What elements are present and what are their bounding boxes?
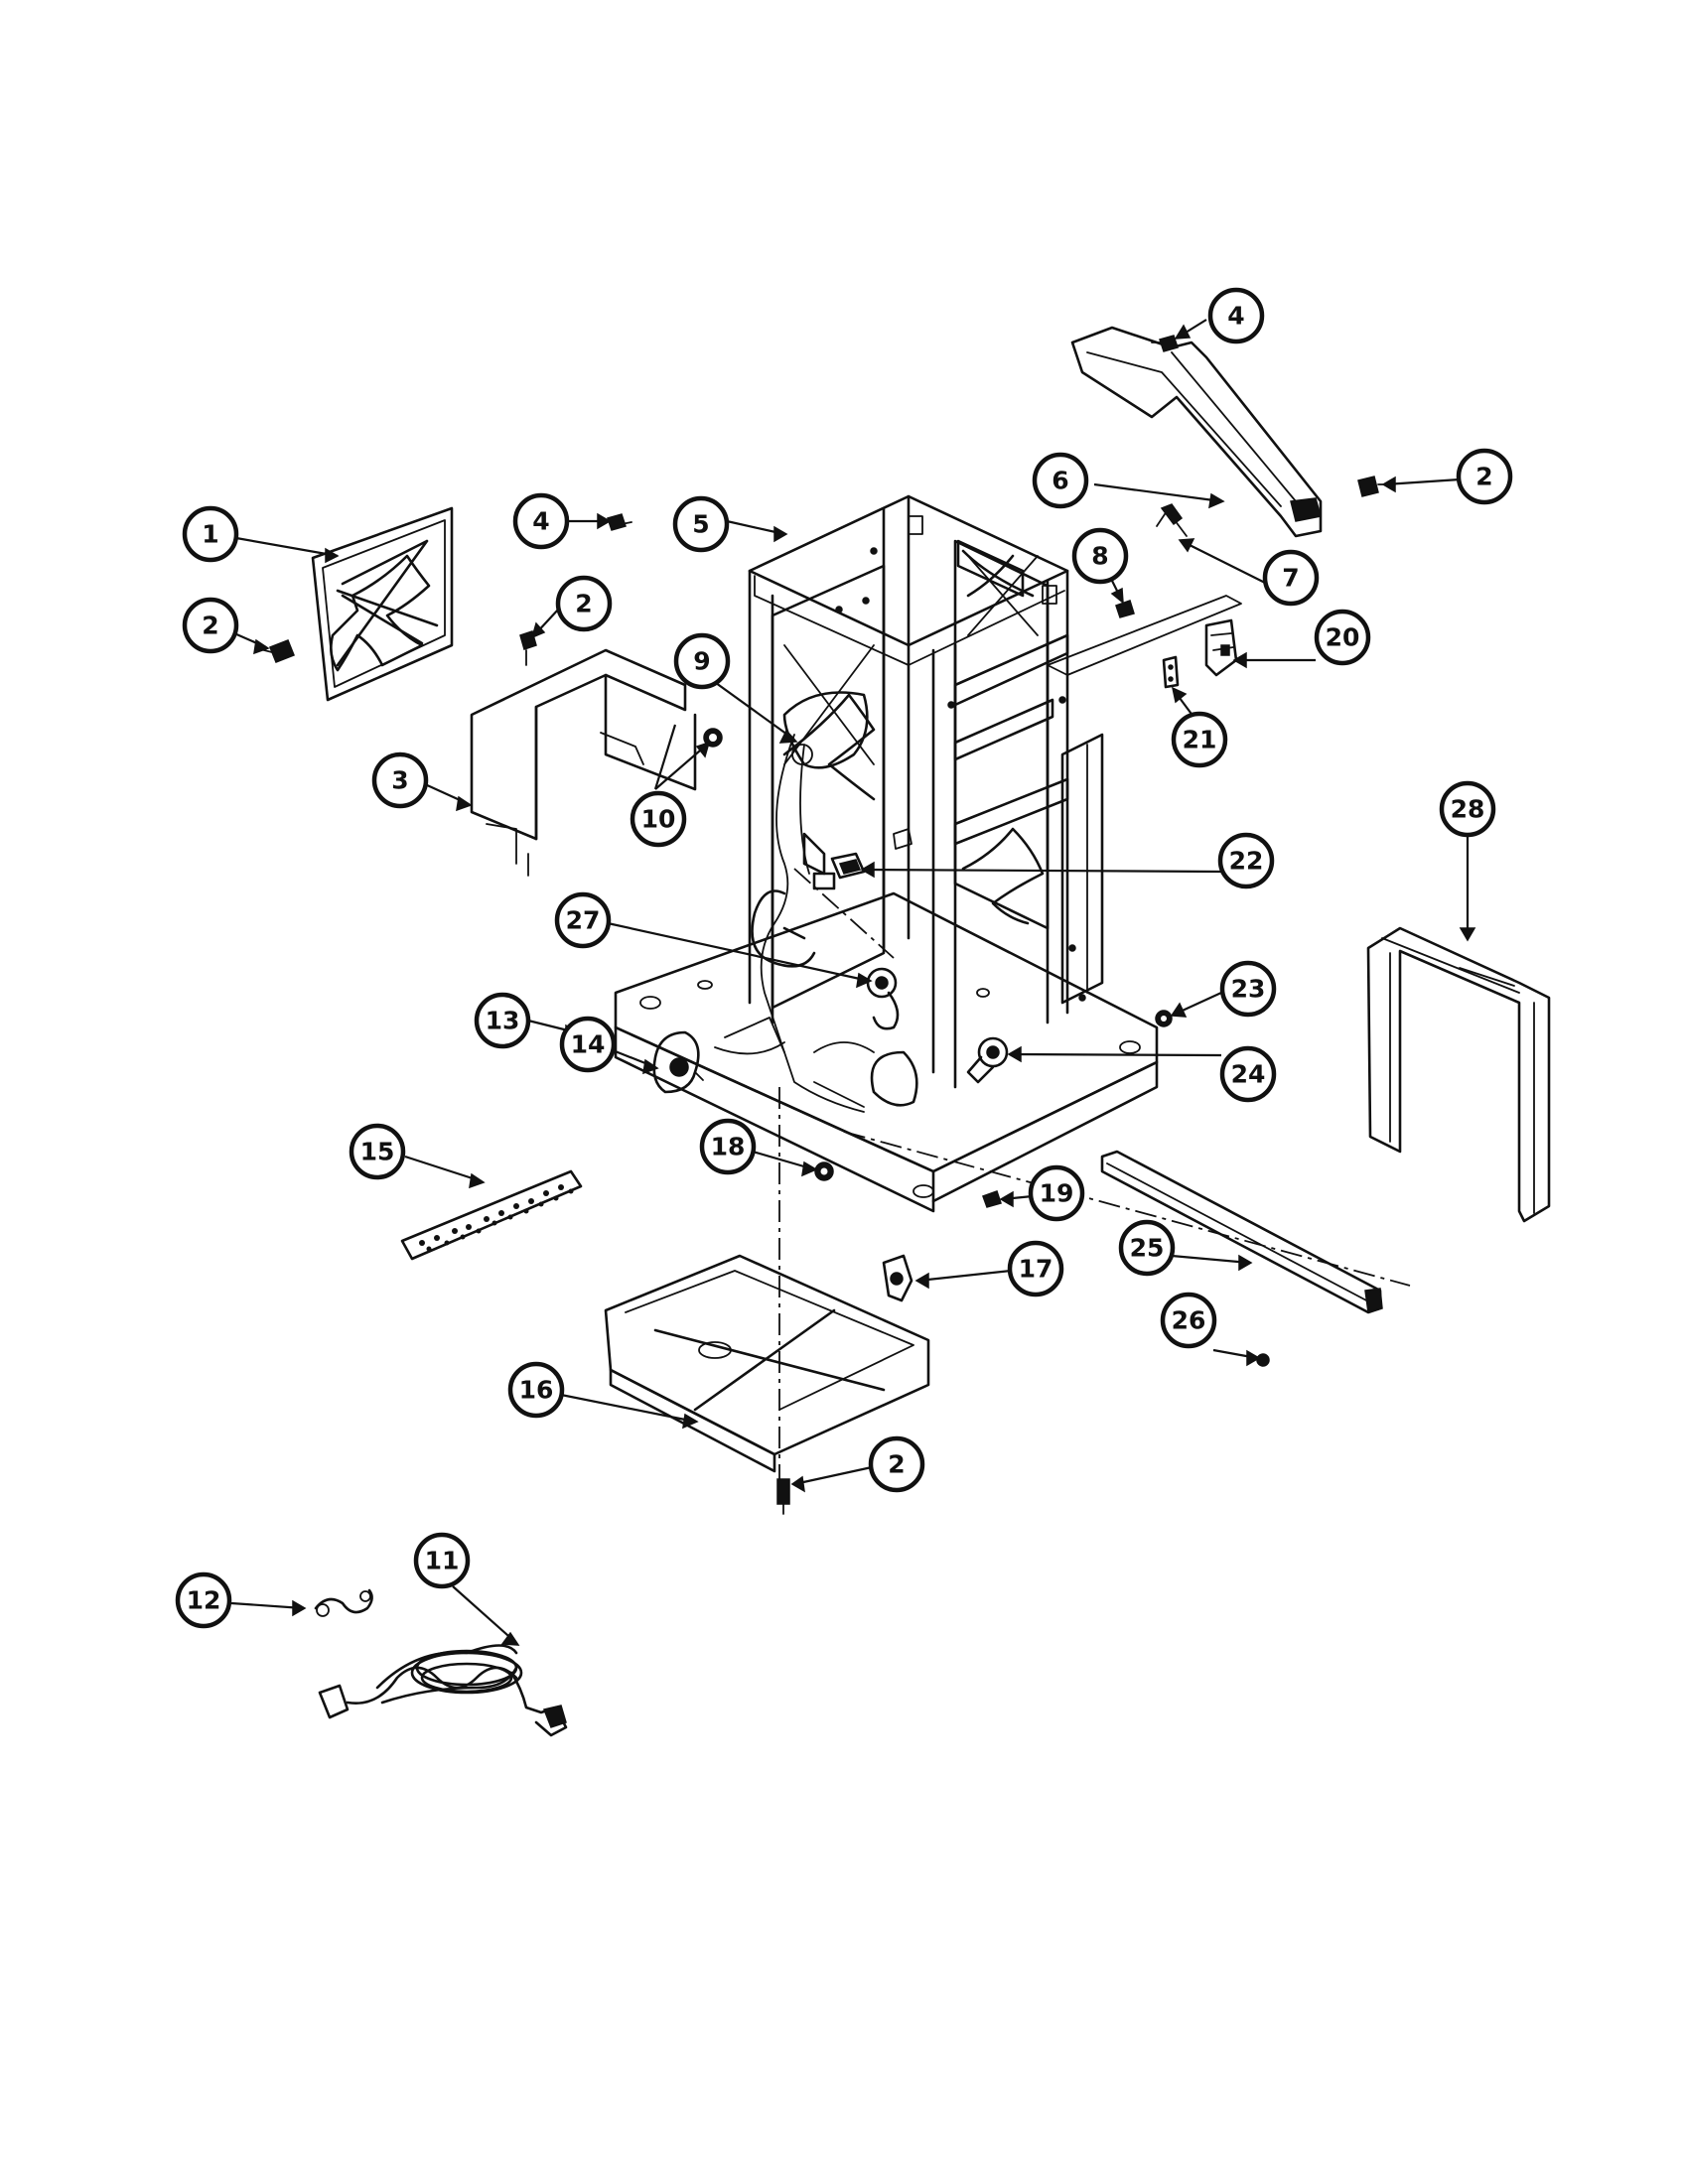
part-20-switch-bracket <box>1047 595 1242 677</box>
svg-text:18: 18 <box>711 1133 746 1161</box>
callout-7: 7 <box>1262 549 1320 607</box>
callout-5: 5 <box>672 495 730 553</box>
callout-6: 6 <box>1032 452 1089 509</box>
leader-lines <box>230 319 1476 1646</box>
svg-text:17: 17 <box>1019 1255 1053 1284</box>
callout-16: 16 <box>507 1361 565 1419</box>
callout-8: 8 <box>1071 527 1129 585</box>
part-7-clip <box>1156 503 1188 537</box>
part-5-cabinet-frame <box>614 494 1411 1287</box>
svg-text:14: 14 <box>571 1030 606 1059</box>
part-3-cover-bracket <box>470 648 697 877</box>
part-6-top-rail <box>1070 326 1323 538</box>
svg-text:4: 4 <box>1227 302 1244 331</box>
svg-text:24: 24 <box>1231 1060 1266 1089</box>
part-26-screw <box>1256 1353 1270 1367</box>
svg-text:22: 22 <box>1229 847 1264 876</box>
callout-1: 1 <box>182 505 239 563</box>
svg-text:21: 21 <box>1183 726 1217 754</box>
svg-text:5: 5 <box>692 510 709 539</box>
callout-3: 3 <box>371 751 429 809</box>
callout-21: 21 <box>1171 711 1228 768</box>
callout-18: 18 <box>699 1118 757 1175</box>
callout-4a: 4 <box>512 492 570 550</box>
svg-text:27: 27 <box>566 906 601 935</box>
part-23-nut <box>1155 1010 1173 1027</box>
svg-text:26: 26 <box>1172 1306 1206 1335</box>
svg-text:15: 15 <box>360 1138 395 1166</box>
svg-text:28: 28 <box>1451 795 1485 824</box>
svg-text:12: 12 <box>187 1586 221 1615</box>
callout-2a: 2 <box>182 597 239 654</box>
svg-text:1: 1 <box>202 520 218 549</box>
svg-text:20: 20 <box>1326 623 1360 652</box>
svg-text:11: 11 <box>425 1547 460 1575</box>
callout-11: 11 <box>413 1532 471 1589</box>
part-12-clamp <box>314 1588 373 1617</box>
callout-25: 25 <box>1118 1219 1176 1277</box>
part-4-screw-rail <box>1151 335 1179 352</box>
part-18-nut <box>814 1161 834 1181</box>
svg-text:2: 2 <box>202 612 218 640</box>
part-21-switch-clip <box>1162 655 1180 689</box>
part-14-pump <box>652 1030 704 1094</box>
callout-9: 9 <box>673 632 731 690</box>
part-2-screw-rail <box>1357 476 1389 497</box>
part-15-filter-strip <box>400 1169 583 1261</box>
callout-12: 12 <box>175 1571 232 1629</box>
part-2-screw-left <box>259 639 295 663</box>
part-4-screw-top <box>607 513 632 531</box>
callout-2b: 2 <box>555 575 613 632</box>
part-16-base-pan <box>604 1087 930 1479</box>
svg-text:9: 9 <box>693 647 710 676</box>
callout-14: 14 <box>559 1016 617 1073</box>
callouts: 1 2 2 2 2 3 4 4 5 6 7 8 9 10 11 12 13 14… <box>175 287 1513 1629</box>
callout-26: 26 <box>1160 1292 1217 1349</box>
callout-10: 10 <box>630 790 687 848</box>
callout-19: 19 <box>1028 1164 1085 1222</box>
callout-28: 28 <box>1439 780 1496 838</box>
part-24-valve <box>966 1036 1009 1084</box>
svg-text:8: 8 <box>1091 542 1108 571</box>
svg-text:2: 2 <box>888 1450 905 1479</box>
callout-2d: 2 <box>868 1435 925 1493</box>
callout-17: 17 <box>1007 1240 1064 1297</box>
svg-text:3: 3 <box>391 766 408 795</box>
part-9-wire-harness <box>751 691 918 1113</box>
svg-text:4: 4 <box>532 507 549 536</box>
callout-23: 23 <box>1219 960 1277 1018</box>
callout-24: 24 <box>1219 1045 1277 1103</box>
part-28-door-panel <box>1366 926 1551 1223</box>
svg-text:25: 25 <box>1130 1234 1165 1263</box>
part-2-screw-bottom <box>776 1478 790 1515</box>
part-17-fitting <box>882 1254 913 1302</box>
svg-text:13: 13 <box>486 1007 520 1035</box>
svg-text:23: 23 <box>1231 975 1266 1004</box>
callout-20: 20 <box>1314 609 1371 666</box>
part-8-screw <box>1115 600 1135 618</box>
svg-text:6: 6 <box>1052 467 1068 495</box>
svg-text:2: 2 <box>1475 463 1492 491</box>
part-11-power-cord <box>318 1644 568 1737</box>
callout-2c: 2 <box>1456 448 1513 505</box>
part-1-back-panel <box>311 506 454 702</box>
part-27-valve <box>866 967 900 1030</box>
callout-15: 15 <box>349 1123 406 1180</box>
callout-4b: 4 <box>1207 287 1265 344</box>
svg-text:16: 16 <box>519 1376 554 1405</box>
svg-text:7: 7 <box>1282 564 1299 593</box>
callout-22: 22 <box>1217 832 1275 889</box>
callout-13: 13 <box>474 992 531 1049</box>
part-19-screw <box>982 1190 1002 1208</box>
callout-27: 27 <box>554 891 612 949</box>
part-25-rail <box>1100 1150 1383 1314</box>
svg-text:19: 19 <box>1040 1179 1074 1208</box>
svg-text:2: 2 <box>575 590 592 618</box>
svg-text:10: 10 <box>641 805 676 834</box>
